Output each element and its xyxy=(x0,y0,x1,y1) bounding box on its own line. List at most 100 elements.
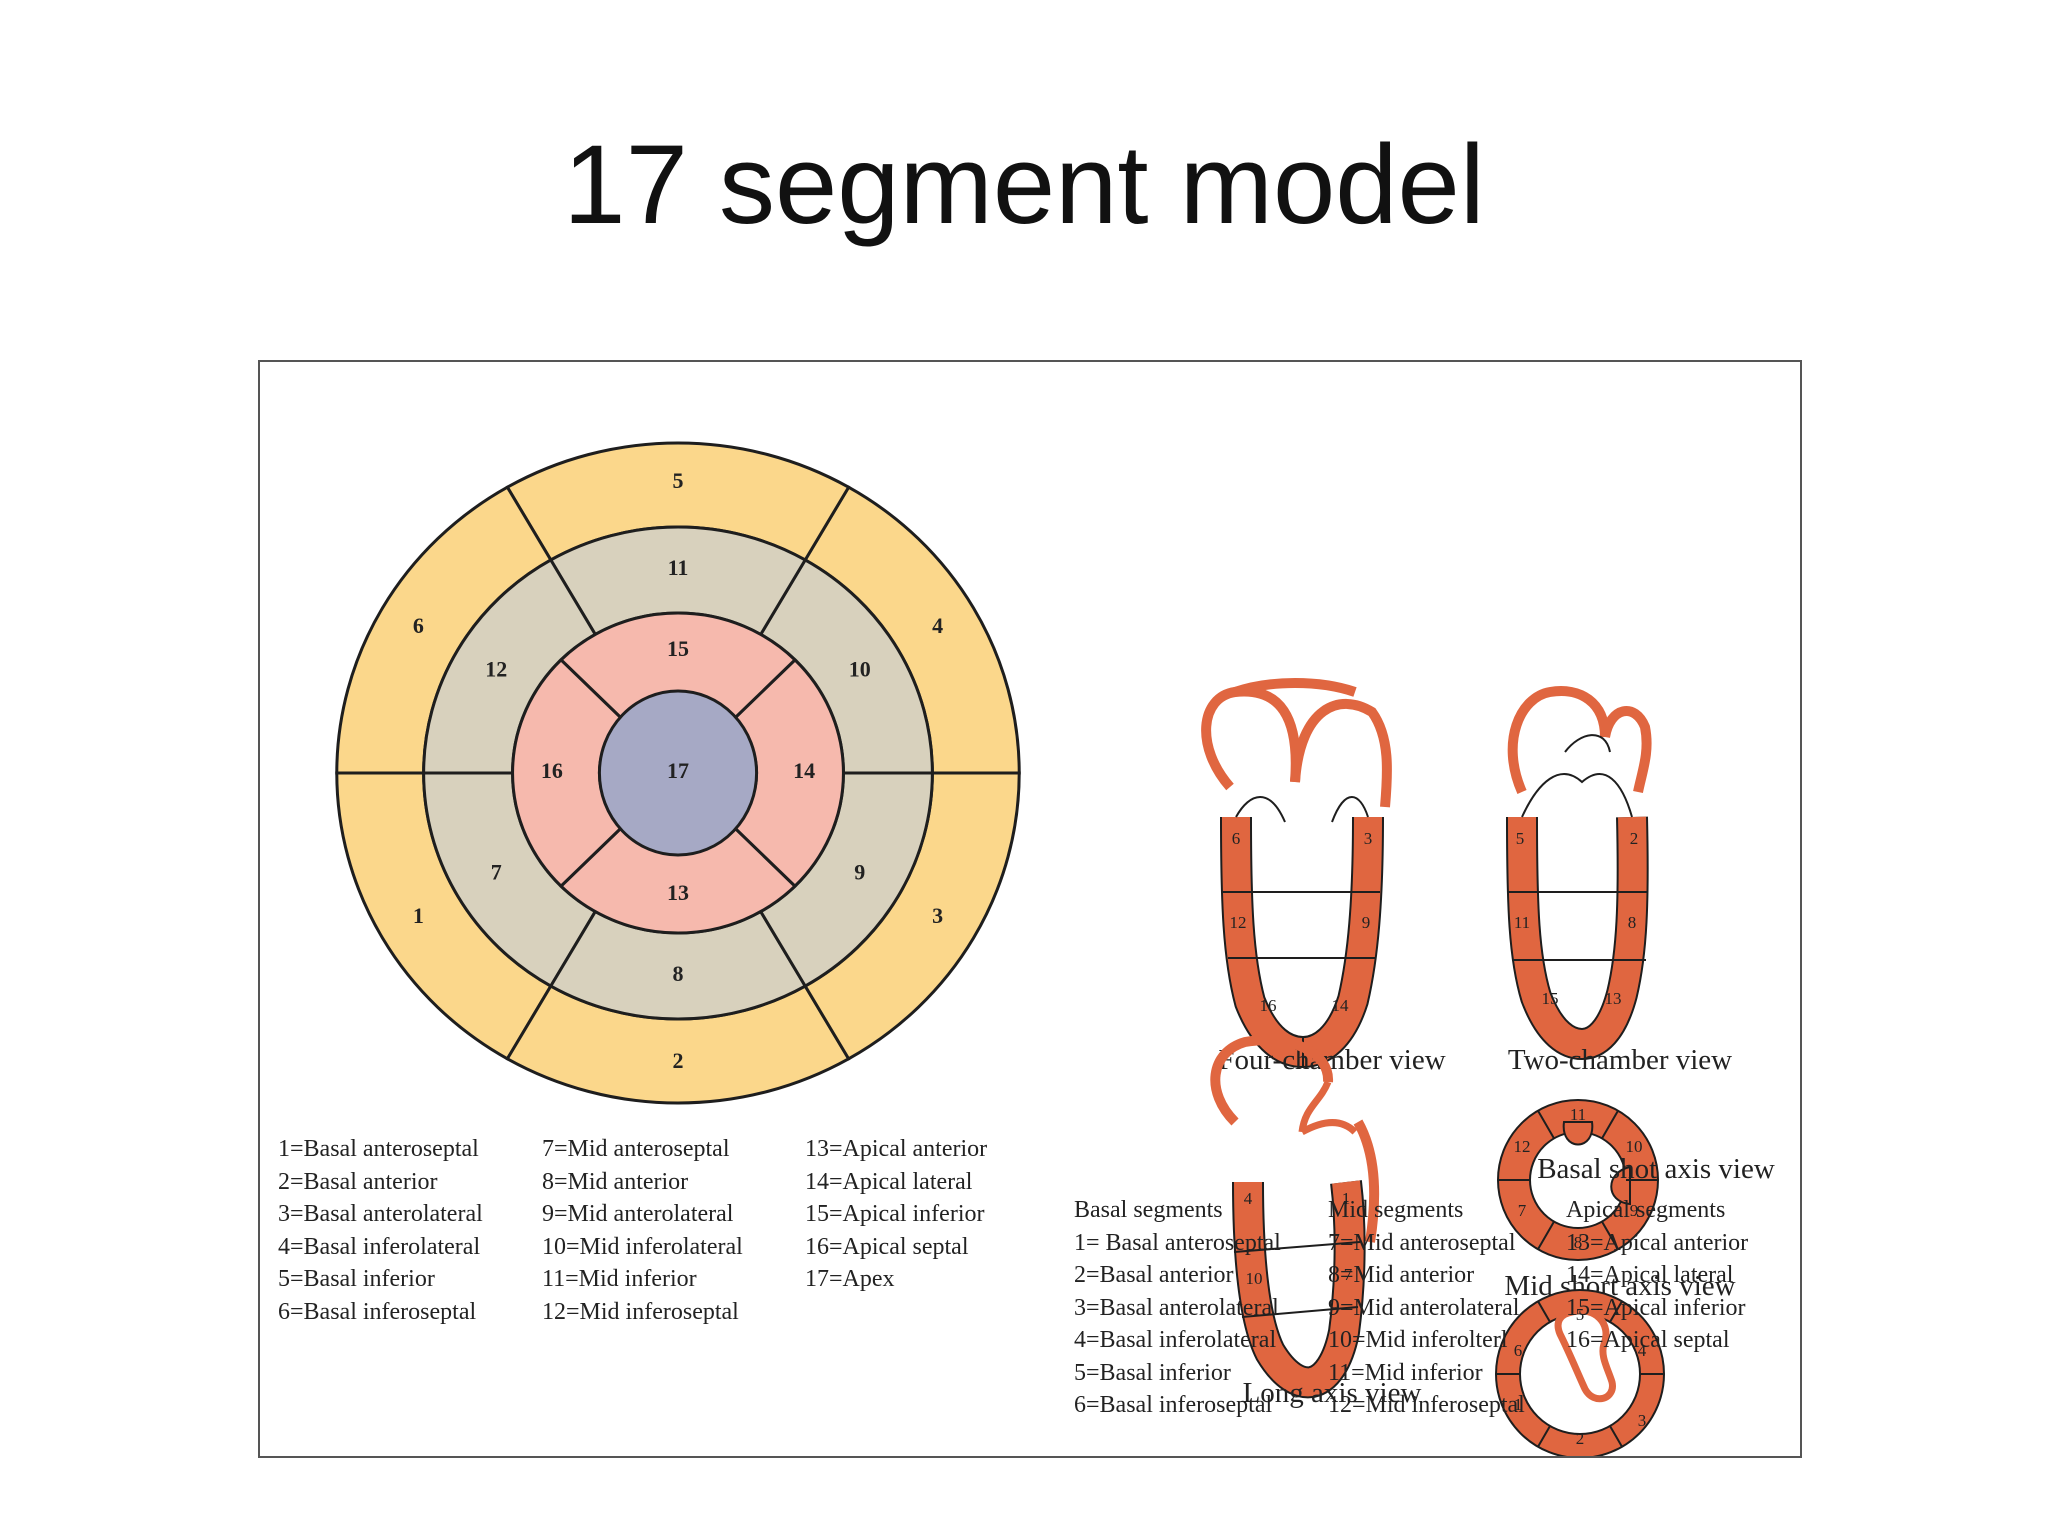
four-chamber-num-12: 12 xyxy=(1230,913,1247,932)
legend-item: 11=Mid inferior xyxy=(542,1266,697,1292)
two-chamber-label: Two-chamber view xyxy=(1508,1044,1732,1076)
long-axis-num-7: 7 xyxy=(1344,1265,1353,1284)
long-axis-num-10: 10 xyxy=(1246,1269,1263,1288)
long-axis-num-4: 4 xyxy=(1244,1189,1253,1208)
bullseye-label-2: 2 xyxy=(673,1048,684,1073)
bullseye-label-14: 14 xyxy=(793,758,815,783)
basal-short-num-4: 4 xyxy=(1638,1341,1647,1360)
bullseye-label-3: 3 xyxy=(932,903,943,928)
legend-basal-column: 1=Basal anteroseptal 2=Basal anterior 3=… xyxy=(278,1133,483,1328)
basal-short-num-5: 5 xyxy=(1576,1305,1585,1324)
mid-short-axis-ring: 11 10 9 8 7 12 Mid short axis view xyxy=(1497,1099,1736,1302)
long-axis-label: Long axis view xyxy=(1243,1377,1422,1409)
two-chamber-num-2: 2 xyxy=(1630,829,1639,848)
legend-item: 2=Basal anterior xyxy=(278,1168,438,1195)
mid-short-num-8: 8 xyxy=(1574,1233,1583,1252)
four-chamber-num-16: 16 xyxy=(1260,996,1277,1015)
group-basal: Basal segments 1= Basal anteroseptal 2=B… xyxy=(1074,1194,1281,1422)
bullseye-label-4: 4 xyxy=(932,613,943,638)
bullseye-label-5: 5 xyxy=(673,468,684,493)
mid-short-num-7: 7 xyxy=(1518,1201,1527,1220)
group-item: 2=Basal anterior xyxy=(1074,1262,1234,1288)
long-axis-heart: 4 1 10 7 Long axis view xyxy=(1210,1035,1422,1409)
two-chamber-num-8: 8 xyxy=(1628,913,1637,932)
bullseye-label-1: 1 xyxy=(413,903,424,928)
basal-short-num-2: 2 xyxy=(1576,1429,1585,1448)
group-item: 3=Basal anterolateral xyxy=(1074,1294,1279,1321)
two-chamber-num-11: 11 xyxy=(1514,913,1530,932)
group-item: 8=Mid anterior xyxy=(1328,1262,1475,1288)
mid-short-num-12: 12 xyxy=(1514,1137,1531,1156)
group-item: 9=Mid anterolateral xyxy=(1328,1294,1520,1321)
bullseye-label-9: 9 xyxy=(854,860,865,885)
basal-short-axis-ring: 5 4 3 2 1 6 Basal shot axis view xyxy=(1495,1153,1775,1456)
bullseye-label-11: 11 xyxy=(668,555,689,580)
legend-item: 7=Mid anteroseptal xyxy=(542,1136,730,1162)
bullseye-label-6: 6 xyxy=(413,613,424,638)
basal-short-num-3: 3 xyxy=(1638,1411,1647,1430)
group-item: 10=Mid inferolterl xyxy=(1328,1327,1508,1353)
legend-item: 8=Mid anterior xyxy=(542,1168,689,1195)
legend-item: 4=Basal inferolateral xyxy=(278,1233,481,1260)
legend-item: 17=Apex xyxy=(805,1266,895,1292)
bullseye-label-17: 17 xyxy=(667,758,689,783)
bullseye-label-7: 7 xyxy=(491,860,502,885)
bullseye-label-10: 10 xyxy=(849,657,871,682)
legend-item: 15=Apical inferior xyxy=(805,1201,985,1227)
four-chamber-num-3: 3 xyxy=(1364,829,1373,848)
legend-item: 1=Basal anteroseptal xyxy=(278,1136,479,1162)
group-item: 16=Apical septal xyxy=(1566,1327,1730,1353)
bullseye-label-13: 13 xyxy=(667,880,689,905)
two-chamber-num-13: 13 xyxy=(1605,989,1622,1008)
legend-item: 9=Mid anterolateral xyxy=(542,1201,734,1227)
mid-short-num-11: 11 xyxy=(1570,1105,1586,1124)
legend-item: 10=Mid inferolateral xyxy=(542,1233,743,1260)
legend-item: 13=Apical anterior xyxy=(805,1136,988,1162)
group-item: 4=Basal inferolateral xyxy=(1074,1327,1277,1353)
four-chamber-num-14: 14 xyxy=(1332,996,1350,1015)
basal-short-num-1: 1 xyxy=(1514,1395,1523,1414)
group-item: 13=Apical anterior xyxy=(1566,1229,1749,1256)
group-item: 5=Basal inferior xyxy=(1074,1359,1231,1386)
two-chamber-heart: 5 2 11 8 15 13 Two-chamber view xyxy=(1506,686,1732,1076)
group-heading: Basal segments xyxy=(1074,1197,1223,1223)
group-item: 11=Mid inferior xyxy=(1328,1359,1483,1386)
group-item: 12=Mid inferoseptal xyxy=(1328,1392,1525,1418)
legend-item: 3=Basal anterolateral xyxy=(278,1201,483,1227)
legend-mid-column: 7=Mid anteroseptal 8=Mid anterior 9=Mid … xyxy=(542,1133,743,1328)
legend-item: 16=Apical septal xyxy=(805,1233,969,1260)
four-chamber-label: Four-chamber view xyxy=(1218,1044,1445,1076)
mid-short-num-9: 9 xyxy=(1630,1201,1639,1220)
slide-title: 17 segment model xyxy=(563,122,1485,247)
mid-short-axis-label: Mid short axis view xyxy=(1504,1270,1735,1302)
legend-apical-column: 13=Apical anterior 14=Apical lateral 15=… xyxy=(805,1133,987,1296)
bullseye-label-8: 8 xyxy=(673,961,684,986)
group-heading: Mid segments xyxy=(1328,1197,1464,1223)
bullseye-label-15: 15 xyxy=(667,636,689,661)
four-chamber-heart: 6 3 12 9 16 14 Four-chamber view xyxy=(1201,678,1446,1076)
legend-item: 6=Basal inferoseptal xyxy=(278,1298,477,1325)
group-mid: Mid segments 7=Mid anteroseptal 8=Mid an… xyxy=(1328,1194,1525,1422)
four-chamber-num-6: 6 xyxy=(1232,829,1241,848)
group-item: 15=Apical inferior xyxy=(1566,1294,1746,1321)
bullseye-segment-17 xyxy=(597,689,759,857)
group-item: 6=Basal inferoseptal xyxy=(1074,1392,1273,1418)
group-heading: Apical segments xyxy=(1566,1197,1726,1223)
legend-item: 12=Mid inferoseptal xyxy=(542,1298,739,1325)
legend-item: 5=Basal inferior xyxy=(278,1266,435,1292)
bullseye-label-12: 12 xyxy=(485,657,507,682)
legend-item: 14=Apical lateral xyxy=(805,1168,973,1195)
bullseye-label-16: 16 xyxy=(541,758,563,783)
four-chamber-num-9: 9 xyxy=(1362,913,1371,932)
basal-short-num-6: 6 xyxy=(1514,1341,1523,1360)
group-item: 14=Apical lateral xyxy=(1566,1262,1734,1288)
basal-short-axis-label: Basal shot axis view xyxy=(1537,1153,1775,1185)
mid-short-num-10: 10 xyxy=(1626,1137,1643,1156)
two-chamber-num-15: 15 xyxy=(1542,989,1559,1008)
group-apical: Apical segments 13=Apical anterior 14=Ap… xyxy=(1566,1194,1748,1357)
group-item: 1= Basal anteroseptal xyxy=(1074,1229,1281,1256)
long-axis-num-1: 1 xyxy=(1342,1189,1351,1208)
